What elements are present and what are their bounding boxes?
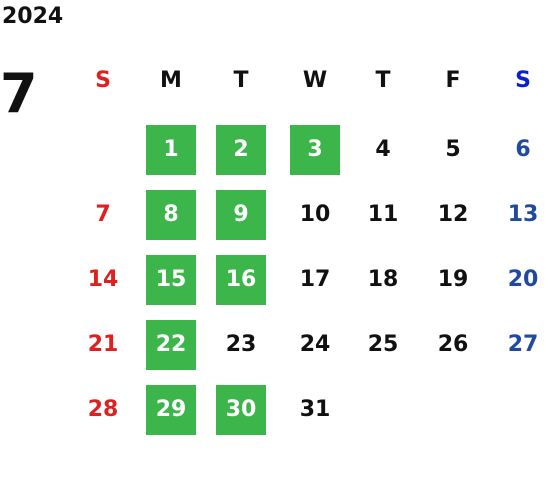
calendar-day[interactable]: 27 — [507, 332, 539, 357]
calendar-day[interactable]: 23 — [225, 332, 257, 357]
weekday-header-fri: F — [445, 68, 461, 93]
calendar-day-highlighted[interactable]: 2 — [216, 125, 266, 175]
calendar-day[interactable]: 6 — [515, 137, 531, 162]
calendar-day[interactable]: 20 — [507, 267, 539, 292]
calendar-day[interactable]: 5 — [445, 137, 461, 162]
calendar-day[interactable]: 18 — [367, 267, 399, 292]
calendar-day[interactable]: 21 — [87, 332, 119, 357]
calendar-day-highlighted[interactable]: 8 — [146, 190, 196, 240]
calendar-day-highlighted[interactable]: 22 — [146, 320, 196, 370]
calendar-day[interactable]: 13 — [507, 202, 539, 227]
calendar-day[interactable]: 12 — [437, 202, 469, 227]
weekday-header-tue: T — [233, 68, 249, 93]
calendar-day[interactable]: 14 — [87, 267, 119, 292]
calendar-day-highlighted[interactable]: 9 — [216, 190, 266, 240]
calendar-day[interactable]: 24 — [299, 332, 331, 357]
calendar-day[interactable]: 4 — [375, 137, 391, 162]
calendar-day-highlighted[interactable]: 3 — [290, 125, 340, 175]
weekday-header-wed: W — [302, 68, 328, 93]
calendar-day-highlighted[interactable]: 29 — [146, 385, 196, 435]
calendar-day-highlighted[interactable]: 30 — [216, 385, 266, 435]
weekday-header-sun: S — [95, 68, 111, 93]
calendar-day[interactable]: 28 — [87, 397, 119, 422]
calendar-day[interactable]: 25 — [367, 332, 399, 357]
calendar-day-highlighted[interactable]: 1 — [146, 125, 196, 175]
calendar-day[interactable]: 10 — [299, 202, 331, 227]
calendar-day[interactable]: 31 — [299, 397, 331, 422]
weekday-header-mon: M — [160, 68, 182, 93]
month-number: 7 — [0, 62, 38, 125]
calendar-day[interactable]: 17 — [299, 267, 331, 292]
weekday-header-sat: S — [515, 68, 531, 93]
calendar-day[interactable]: 26 — [437, 332, 469, 357]
calendar-day[interactable]: 11 — [367, 202, 399, 227]
calendar-day[interactable]: 7 — [95, 202, 111, 227]
calendar-day[interactable]: 19 — [437, 267, 469, 292]
weekday-header-thu: T — [375, 68, 391, 93]
calendar-day-highlighted[interactable]: 16 — [216, 255, 266, 305]
year-label: 2024 — [2, 4, 64, 29]
calendar-day-highlighted[interactable]: 15 — [146, 255, 196, 305]
